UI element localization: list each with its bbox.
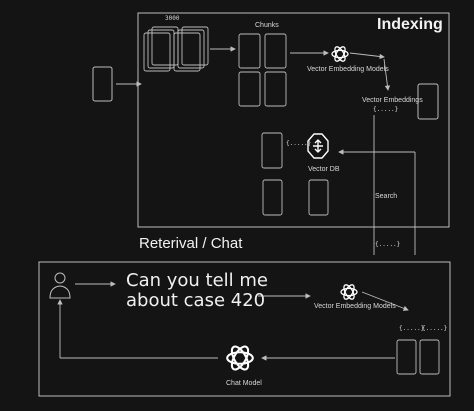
openai-logo-icon xyxy=(340,282,358,302)
connector-lines xyxy=(57,46,416,361)
openai-logo-icon xyxy=(331,44,349,64)
search-value: {.....} xyxy=(375,241,401,248)
retrieval-embedding-models-label: Vector Embedding Models xyxy=(314,303,396,310)
question-line-2: about case 420 xyxy=(126,290,266,311)
search-label: Search xyxy=(375,193,398,200)
indexing-title: Indexing xyxy=(377,16,443,33)
indexing-frame xyxy=(137,12,450,228)
question-line-1: Can you tell me xyxy=(126,270,268,291)
retrieval-title: Reterival / Chat xyxy=(139,235,243,252)
user-icon xyxy=(49,272,71,299)
vector-db-label: Vector DB xyxy=(308,166,340,173)
result-value-b: {.....} xyxy=(422,325,448,332)
document-count: 3000 xyxy=(165,15,180,22)
vector-embeddings-label: Vector Embeddings xyxy=(362,97,423,104)
vector-db-documents xyxy=(261,132,329,216)
result-value-a: {.....} xyxy=(399,325,425,332)
chunks-grid xyxy=(238,33,287,107)
document-stack xyxy=(143,26,209,72)
vector-db-value: {.....} xyxy=(286,140,312,147)
chunks-label: Chunks xyxy=(255,22,279,29)
vector-db-icon xyxy=(307,133,329,159)
result-documents xyxy=(396,339,440,375)
vector-embeddings-value: {.....} xyxy=(373,106,399,113)
chat-model-label: Chat Model xyxy=(226,380,262,387)
openai-logo-icon xyxy=(226,342,254,374)
source-document xyxy=(92,66,113,102)
retrieval-frame xyxy=(38,261,451,397)
vector-embedding-models-label: Vector Embedding Models xyxy=(307,66,389,73)
embedding-box xyxy=(417,83,439,120)
